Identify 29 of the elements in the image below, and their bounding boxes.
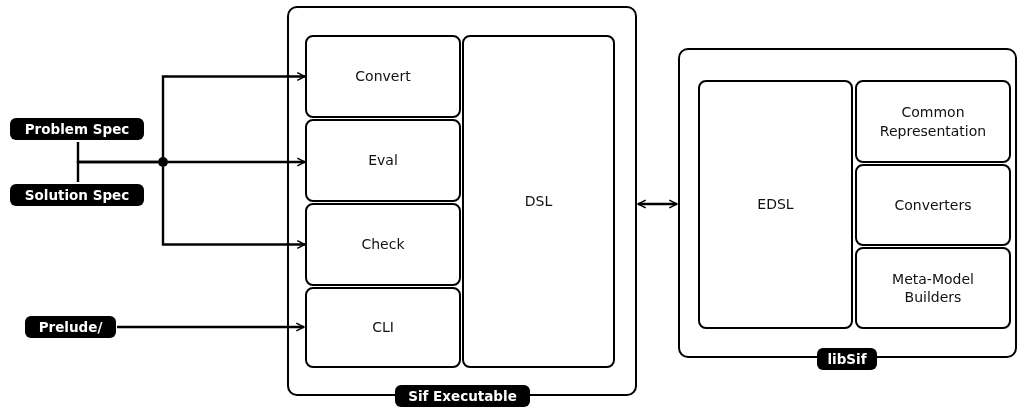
module-box [462,35,615,368]
module-name: Common Representation [878,103,988,140]
module-box [305,35,461,118]
module-box [305,119,461,202]
connector-arrow [161,167,306,250]
input-label: libSif [817,347,877,370]
module-name: Check [361,235,405,254]
module-box [698,80,853,329]
connector-arrow [161,71,306,157]
module-name: DSL [524,192,553,211]
module-name: EDSL [757,195,794,214]
module-box [305,203,461,286]
input-label: Solution Spec [10,184,144,206]
connector-arrow [117,322,305,332]
module-name: Meta-Model Builders [891,269,975,307]
module-box [855,247,1011,329]
input-label: Sif Executable [395,384,530,407]
module-name: Eval [368,151,398,170]
connector-arrow [637,199,678,209]
module-name: CLI [372,318,394,337]
module-name: Converters [894,195,972,215]
input-label: Problem Spec [10,118,144,140]
junction-dot [158,157,168,167]
module-box [855,80,1011,163]
input-label: Prelude/ [25,316,116,338]
connector-arrow [168,157,306,167]
module-name: Convert [355,67,411,86]
module-box [305,287,461,368]
module-box [855,164,1011,246]
